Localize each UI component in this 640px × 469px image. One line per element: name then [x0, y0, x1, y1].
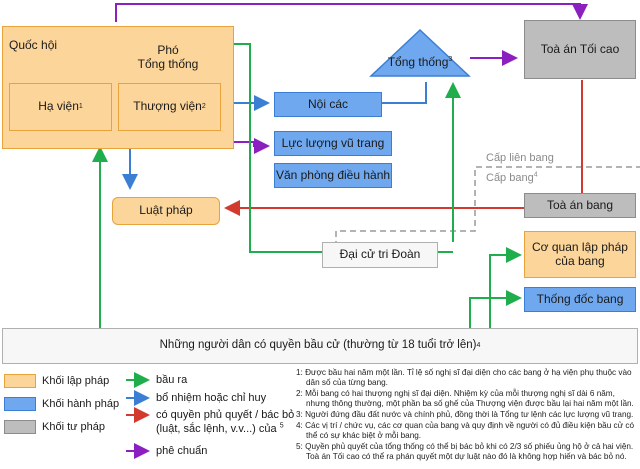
electoral-college-label: Đại cử tri Đoàn: [339, 247, 421, 262]
armed-forces-label: Lực lượng vũ trang: [281, 135, 385, 150]
cabinet-box: Nội các: [274, 92, 382, 117]
legend-branch-executive-label: Khối hành pháp: [42, 398, 120, 410]
voters-label: Những người dân có quyền bầu cử (thường …: [159, 339, 477, 352]
state-level-text: Cấp bang: [486, 172, 534, 184]
arrow-voters-governor: [469, 290, 522, 328]
senate-label: Thượng viện: [133, 99, 202, 114]
legend-branch-executive: [4, 397, 36, 411]
legend-branch-legislative-label: Khối lập pháp: [42, 375, 110, 387]
legend-arrow-veto-footnote: 5: [279, 422, 284, 430]
supreme-court-label: Toà án Tối cao: [540, 41, 620, 56]
electoral-college-box: Đại cử tri Đoàn: [322, 242, 438, 268]
footnote-4: 4: Các vị trí / chức vụ, các cơ quan của…: [296, 421, 635, 440]
state-legislature-line1: Cơ quan lập pháp: [532, 239, 628, 254]
footnote-2: 2: Mỗi bang có hai thượng nghị sĩ đại di…: [296, 389, 634, 408]
governor-box: Thống đốc bang: [524, 287, 636, 312]
legend-branch-judicial: [4, 420, 36, 434]
legend-arrow-veto-label: có quyền phủ quyết / bác bỏ (luật, sắc l…: [156, 408, 294, 437]
federal-state-separator: [335, 166, 640, 257]
president-footnote: 3: [448, 56, 453, 63]
cabinet-label: Nội các: [307, 96, 348, 111]
state-level-footnote: 4: [533, 171, 538, 179]
vice-president-line1: Phó: [157, 43, 179, 57]
legend-branch-legislative: [4, 374, 36, 388]
congress-label: Quốc hội: [9, 38, 58, 52]
state-legislature-line2: của bang: [555, 253, 605, 268]
footnotes: 1: Được bầu hai năm một lần. Tỉ lệ số ng…: [296, 368, 636, 463]
footnote-1: 1: Được bầu hai năm một lần. Tỉ lệ số ng…: [296, 368, 632, 387]
federal-level-label: Cấp liên bang: [486, 152, 554, 164]
legend-arrow-veto-line2: (luật, sắc lệnh, v.v...) của: [156, 423, 277, 436]
state-court-box: Toà án bang: [524, 193, 636, 218]
arrow-voters-state-legislature: [489, 247, 522, 328]
legend-branch-judicial-label: Khối tư pháp: [42, 421, 106, 433]
law-box: Luật pháp: [112, 197, 220, 225]
house-label: Hạ viện: [38, 99, 79, 114]
president-text: Tổng thống: [387, 55, 449, 69]
footnote-5: 5: Quyền phủ quyết của tổng thống có thể…: [296, 442, 634, 461]
president-triangle: [369, 28, 471, 77]
arrow-senate-armed-forces: [232, 138, 270, 154]
voters-box: Những người dân có quyền bầu cử (thường …: [2, 328, 638, 364]
executive-office-box: Văn phòng điều hành: [274, 163, 392, 188]
supreme-court-box: Toà án Tối cao: [524, 20, 636, 79]
armed-forces-box: Lực lượng vũ trang: [274, 131, 392, 156]
legend-arrow-appoint-label: bổ nhiệm hoặc chỉ huy: [156, 392, 267, 404]
president-label: Tổng thống3: [372, 55, 468, 69]
legend-arrow-veto-line1: có quyền phủ quyết / bác bỏ: [156, 409, 295, 421]
state-court-label: Toà án bang: [546, 197, 614, 212]
arrow-congress-supreme-court: [115, 3, 588, 22]
vice-president-line2: Tổng thống: [137, 57, 199, 72]
footnote-3: 3: Người đứng đầu đất nước và chính phủ,…: [296, 410, 634, 419]
legend-arrow-ratify-label: phê chuẩn: [156, 445, 208, 457]
state-level-label: Cấp bang4: [486, 171, 538, 184]
state-legislature-box: Cơ quan lập pháp của bang: [524, 231, 636, 278]
vice-president-label: Phó Tổng thống: [118, 43, 218, 72]
governor-label: Thống đốc bang: [536, 291, 624, 306]
legend-arrow-elect-label: bầu ra: [156, 374, 188, 386]
executive-office-label: Văn phòng điều hành: [275, 167, 391, 182]
law-label: Luật pháp: [139, 203, 193, 218]
